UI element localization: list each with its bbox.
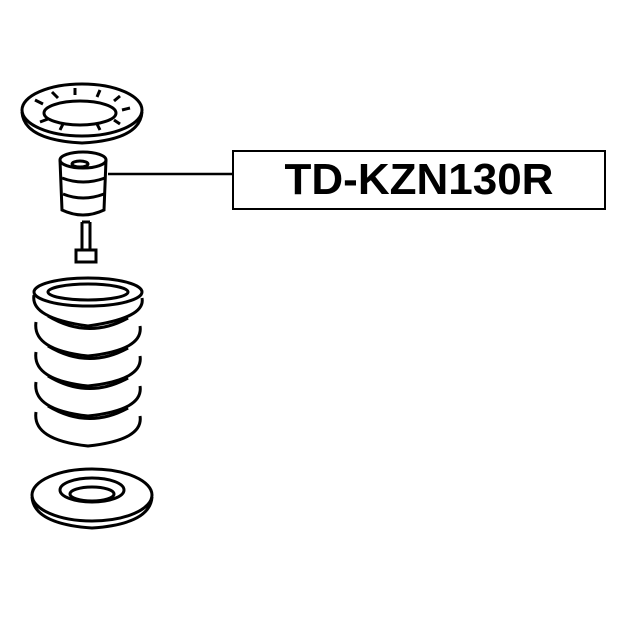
coil-spring [32,276,144,448]
upper-spring-seat [20,82,144,145]
bump-stop [58,150,108,217]
bolt [74,220,98,264]
part-number-label: TD-KZN130R [232,150,606,210]
lower-spring-seat [30,467,154,530]
